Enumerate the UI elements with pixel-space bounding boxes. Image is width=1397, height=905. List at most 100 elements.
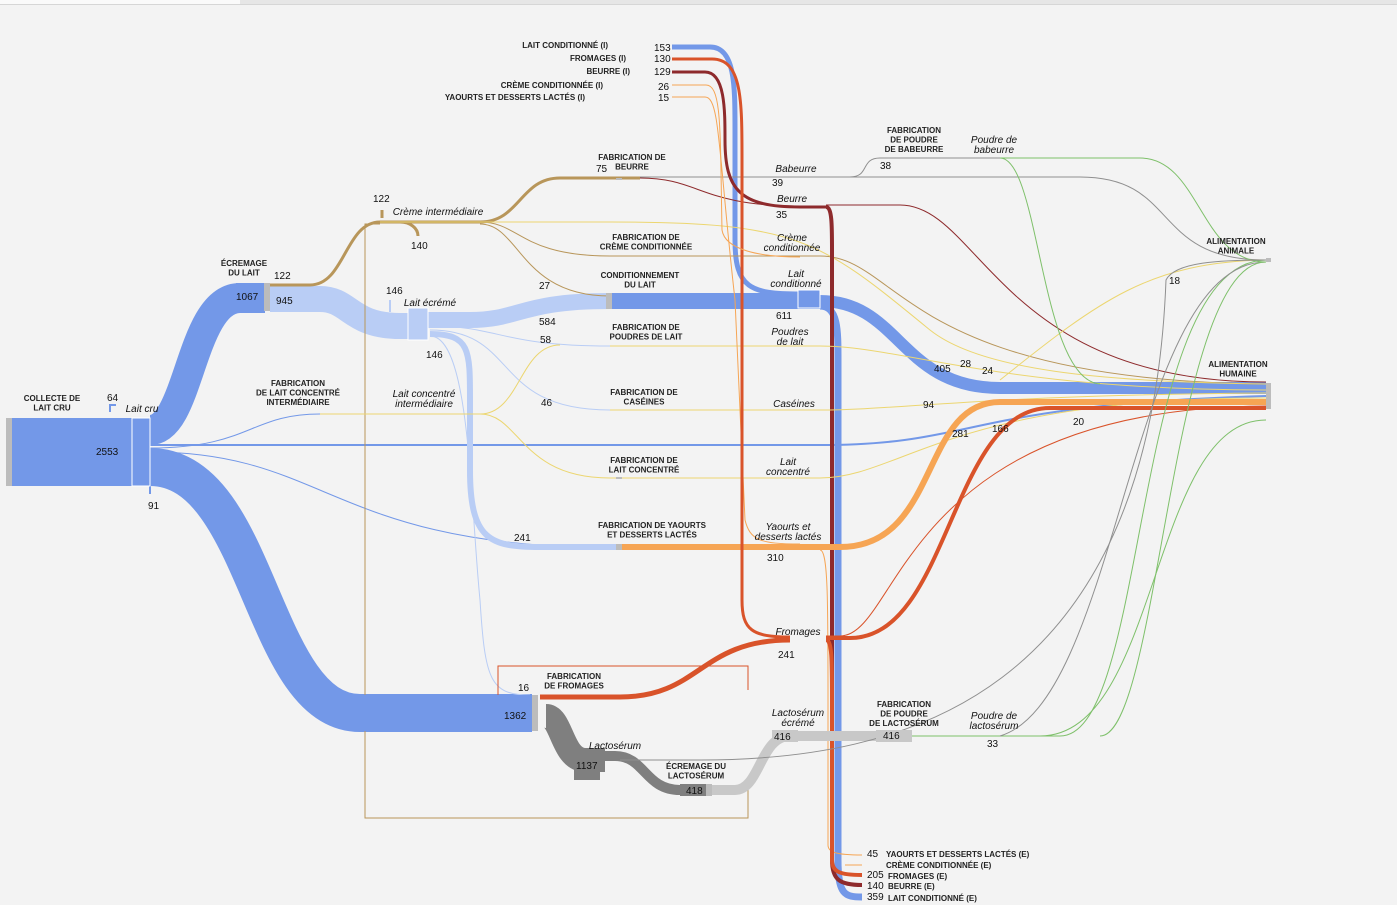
val-caseines-46: 46 — [541, 398, 553, 409]
import-label-2: BEURRE (I) — [586, 67, 630, 76]
flow-fab-fromages-out — [540, 637, 791, 700]
import-label-1: FROMAGES (I) — [570, 54, 626, 63]
node-collecte-edge — [6, 418, 12, 486]
val-babeurre: 39 — [772, 178, 784, 189]
val-yaourts-241: 241 — [514, 533, 531, 544]
val-h24: 24 — [982, 366, 994, 377]
val-lacto-416a: 416 — [774, 732, 791, 743]
node-cond-lait-bar — [606, 293, 612, 309]
flow-poudres-lait — [610, 345, 1267, 391]
export-label-2: FROMAGES (E) — [888, 872, 947, 881]
node-lait-cond — [797, 289, 821, 309]
flow-lait-to-fromages — [148, 448, 532, 732]
product-labels: Lait cru Crème intermédiaire Lait écrémé… — [126, 135, 1019, 752]
flow-ecremage-lait-ecreme — [270, 286, 420, 339]
import-value-3: 26 — [658, 82, 670, 93]
val-h166: 166 — [992, 424, 1009, 435]
val-lait-cru-out: 91 — [148, 501, 160, 512]
node-ecremage-lacto-edge — [706, 784, 712, 796]
val-h94: 94 — [923, 400, 935, 411]
flow-lacto-poudre — [912, 259, 1267, 737]
browser-top-strip — [0, 0, 1397, 5]
node-alim-humaine-bar — [1266, 383, 1271, 409]
val-creme-140: 140 — [411, 241, 428, 252]
flow-lait-conc-int-2 — [479, 344, 561, 415]
exports: 45 YAOURTS ET DESSERTS LACTÉS (E) CRÈME … — [867, 849, 1030, 903]
flow-yaourts-import — [672, 96, 801, 545]
node-fab-yaourts-bar — [616, 544, 622, 550]
flow-yaourts — [620, 399, 1266, 550]
flow-ecremage-creme — [270, 220, 381, 287]
active-tab[interactable] — [0, 0, 240, 4]
flow-lait-to-lait-concentre — [149, 413, 321, 449]
val-lacto-416b: 416 — [883, 731, 900, 742]
node-fab-fromages-edge — [532, 695, 538, 731]
import-label-4: YAOURTS ET DESSERTS LACTÉS (I) — [445, 93, 586, 102]
node-fab-poudre-lacto — [876, 730, 912, 742]
flow-lait-cru-64 — [109, 404, 116, 412]
val-ecremage-out: 945 — [276, 296, 293, 307]
val-lait-cond: 611 — [776, 311, 792, 322]
val-lacto-1137: 1137 — [576, 761, 598, 772]
label-lait-ecreme: Lait écrémé — [404, 298, 457, 309]
flow-lait-to-ecremage — [146, 283, 265, 445]
import-value-0: 153 — [654, 43, 671, 54]
flow-lait-conc-int — [320, 397, 1267, 479]
val-h28: 28 — [960, 359, 972, 370]
imports: LAIT CONDITIONNÉ (I) 153 FROMAGES (I) 13… — [445, 41, 671, 104]
import-value-2: 129 — [654, 67, 671, 78]
export-label-1: CRÈME CONDITIONNÉE (E) — [886, 861, 992, 870]
flow-lait-ecreme-cond — [420, 293, 611, 328]
flow-beurre-import — [672, 70, 826, 209]
node-fab-lait-conc-bar — [616, 477, 622, 479]
val-cond-lait-27: 27 — [539, 281, 551, 292]
flow-creme-int — [380, 176, 640, 224]
flow-grey-animale — [620, 259, 1267, 761]
flow-babeurre-animale — [850, 176, 1267, 261]
flow-import-lait-cond — [672, 44, 801, 297]
import-value-1: 130 — [654, 54, 671, 65]
val-collecte: 2553 — [96, 447, 119, 458]
flow-creme-box — [364, 223, 749, 819]
flow-humaine-green — [1039, 419, 1267, 737]
flow-babeurre — [640, 157, 1000, 178]
flow-beurre-humaine — [826, 204, 1267, 383]
flow-lait-ecreme-yaourts — [429, 331, 620, 550]
val-fromages-1362: 1362 — [504, 711, 527, 722]
flow-lait-cond-humaine — [819, 295, 1266, 394]
val-a18: 18 — [1169, 276, 1181, 287]
flow-fromages-export — [825, 638, 863, 877]
flow-creme-thin-1 — [479, 221, 1267, 385]
node-fab-beurre-bar — [616, 178, 622, 180]
val-poudre-lacto-33: 33 — [987, 739, 999, 750]
val-lait-cru-in: 64 — [107, 393, 119, 404]
flow-creme-140 — [399, 220, 420, 237]
val-lacto-418: 418 — [686, 786, 703, 797]
node-alim-animale-bar — [1266, 258, 1271, 262]
val-poudres-58: 58 — [540, 335, 552, 346]
flow-green-1 — [1000, 157, 1267, 263]
node-ecremage-lacto-bar — [680, 784, 706, 796]
val-h281: 281 — [952, 429, 969, 440]
node-lait-cru — [131, 417, 151, 487]
node-bars — [6, 178, 1271, 796]
export-value-4: 359 — [867, 892, 884, 903]
flow-lacto-poudre-2 — [999, 261, 1267, 737]
label-beurre: Beurre — [777, 194, 807, 205]
